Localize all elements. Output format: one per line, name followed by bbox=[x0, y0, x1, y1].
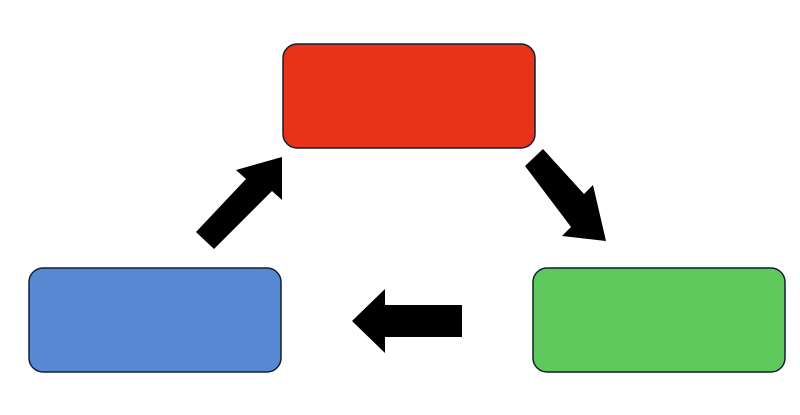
right-node bbox=[532, 267, 786, 373]
left-node bbox=[28, 267, 282, 373]
arrow-right-to-left bbox=[352, 289, 462, 353]
arrow-left-to-top bbox=[196, 157, 282, 249]
arrow-top-to-right bbox=[525, 149, 606, 241]
top-node bbox=[282, 43, 536, 149]
